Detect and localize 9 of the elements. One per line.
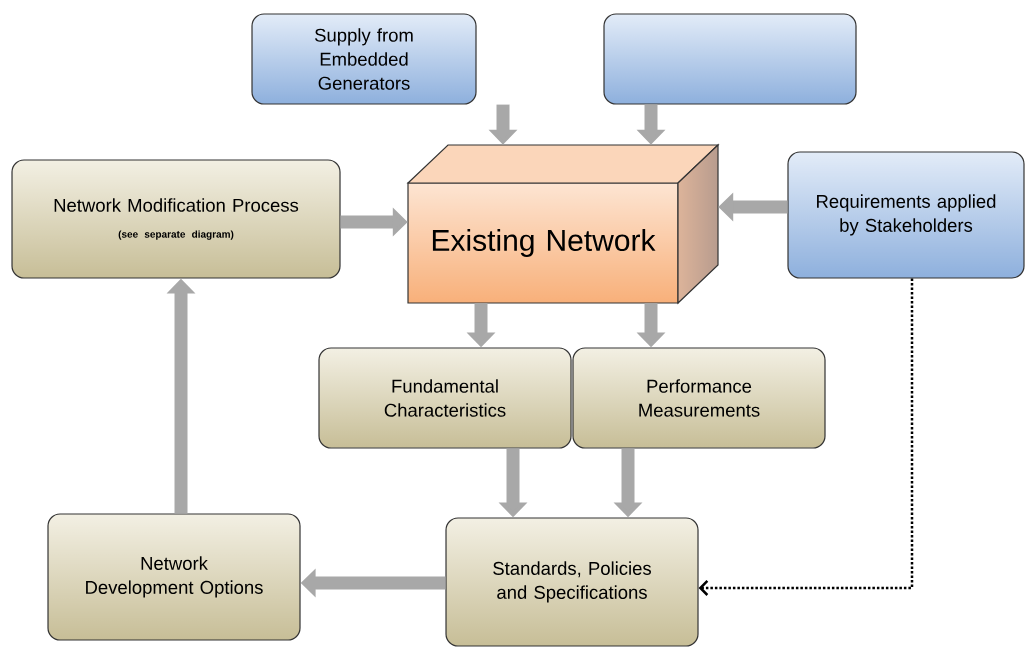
process-box: Standards, Policies and Specifications — [445, 517, 699, 647]
process-box: Network Development Options — [47, 513, 301, 641]
process-box: Requirements applied by Stakeholders — [787, 151, 1025, 279]
process-box: Supply from Embedded Generators — [251, 13, 477, 105]
dotted-arrow — [698, 278, 914, 596]
process-box: Fundamental Characteristics — [318, 347, 572, 449]
process-box: Performance Measurements — [572, 347, 826, 449]
process-box — [603, 13, 857, 105]
process-box: Network Modification Process (see separate diagram) — [11, 159, 341, 279]
